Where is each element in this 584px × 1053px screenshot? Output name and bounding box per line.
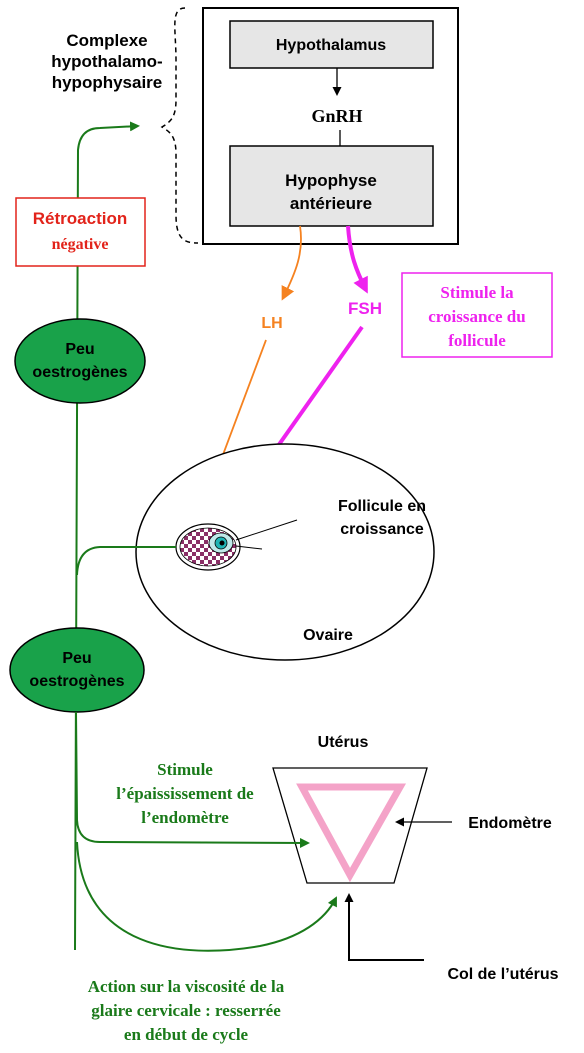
follicle-to-feedback-line <box>76 546 176 576</box>
hypophyse-label-line-1: Hypophyse <box>285 171 377 190</box>
endometre-shape <box>296 783 407 883</box>
hypophyse-box <box>229 145 434 227</box>
fsh-arrow-top <box>346 225 368 294</box>
viscosite-line-2: glaire cervicale : resserrée <box>91 1001 281 1020</box>
viscosite-line-3: en début de cycle <box>124 1025 249 1044</box>
stimule-croissance-box <box>401 272 553 358</box>
epaississement-line-2: l’épaississement de <box>116 784 254 803</box>
lh-label: LH <box>261 315 282 332</box>
complexe-line-2: hypothalamo- <box>51 52 162 71</box>
follicle-pointer-line-2 <box>235 545 263 550</box>
follicle-pointer-line-1 <box>235 519 298 541</box>
ovaire-ellipse <box>135 443 435 661</box>
hypothalamus-label: Hypothalamus <box>276 37 386 54</box>
peu-oestrogenes-2-line-2: oestrogènes <box>29 673 124 690</box>
hypophyse-label-line-2: antérieure <box>290 194 372 213</box>
epaississement-line-1: Stimule <box>157 760 213 779</box>
complexe-line-1: Complexe <box>66 31 147 50</box>
retroaction-label-line-1: Rétroaction <box>33 209 127 228</box>
lh-arrow-top <box>281 225 302 301</box>
retroaction-box <box>15 197 146 267</box>
hypothalamus-box <box>229 20 434 69</box>
col-label: Col de l’utérus <box>447 966 558 983</box>
uterus-outline <box>272 767 428 884</box>
stimule-line-3: follicule <box>448 331 506 350</box>
epaississement-arrow <box>75 711 310 848</box>
peu-oestrogenes-ellipse-2 <box>9 627 145 713</box>
uterus-label: Utérus <box>318 734 369 751</box>
complexe-label: Complexe hypothalamo- hypophysaire <box>51 31 162 92</box>
peu-oestrogenes-1-line-2: oestrogènes <box>32 364 127 381</box>
gnrh-label: GnRH <box>311 106 362 126</box>
peu-oestrogenes-ellipse-1 <box>14 318 146 404</box>
stimule-line-2: croissance du <box>428 307 525 326</box>
viscosite-arrow <box>76 841 337 952</box>
fsh-label: FSH <box>348 299 382 318</box>
peu-oestrogenes-1-line-1: Peu <box>65 341 94 358</box>
ovaire-label: Ovaire <box>303 627 353 644</box>
follicule-label-line-1: Follicule en <box>338 498 426 515</box>
follicle <box>175 523 241 571</box>
dashed-brace <box>160 7 199 244</box>
complexe-line-3: hypophysaire <box>52 73 163 92</box>
retroaction-label-line-2: négative <box>52 236 109 253</box>
follicule-label-line-2: croissance <box>340 521 424 538</box>
epaississement-line-3: l’endomètre <box>141 808 229 827</box>
stimule-line-1: Stimule la <box>440 283 514 302</box>
peu-oestrogenes-2-line-1: Peu <box>62 650 91 667</box>
viscosite-line-1: Action sur la viscosité de la <box>88 977 285 996</box>
feedback-vertical-line <box>74 121 140 951</box>
col-pointer-arrow <box>344 893 424 961</box>
endometre-label: Endomètre <box>468 815 552 832</box>
